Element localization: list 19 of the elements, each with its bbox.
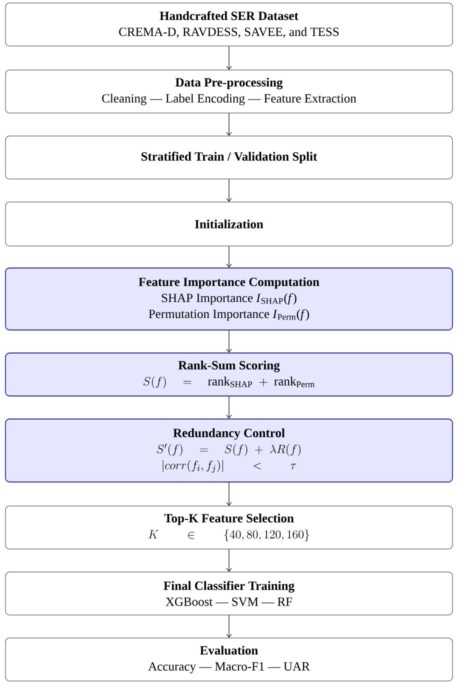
- arrow: [226, 178, 232, 202]
- arrow: [226, 482, 232, 506]
- arrow: [226, 246, 232, 268]
- process-box: Top-K Feature Selection $K \qquad \in \qquad \{40, 80, 120, 160\}$: [5, 506, 453, 550]
- highlighted-process-box: Feature Importance Computation SHAP Importance I$_{SHAP}$(f) Permutation Importance I$_{Perm}$(f): [5, 268, 453, 330]
- highlighted-process-box: Redundancy Control $S'(f) \quad = \quad S(f) \;+\; \lambda R(f)$ $|corr(f_i, f_j)| \qquad < \qquad \tau$: [5, 418, 453, 482]
- arrow: [226, 548, 232, 572]
- process-box: Final Classifier Training XGBoost — SVM — RF: [5, 572, 453, 616]
- process-box: Stratified Train / Validation Split: [5, 136, 453, 180]
- process-box: Initialization: [5, 202, 453, 246]
- process-box: Evaluation Accuracy — Macro-F1 — UAR: [5, 638, 453, 682]
- process-box: Data Pre-processing Cleaning — Label Encoding — Feature Extraction: [5, 70, 453, 114]
- arrow: [226, 46, 232, 70]
- process-box: Handcrafted SER Dataset CREMA-D, RAVDESS, SAVEE, and TESS: [5, 2, 453, 46]
- arrow: [226, 614, 232, 638]
- arrow: [226, 330, 232, 353]
- arrow: [226, 396, 232, 419]
- highlighted-process-box: Rank-Sum Scoring $S(f) \quad = \quad \mathrm{rank}_{\mathrm{SHAP}} \;+\; \mathrm{rank}_{\mathrm{Perm}}$: [5, 352, 453, 396]
- arrow: [226, 112, 232, 136]
